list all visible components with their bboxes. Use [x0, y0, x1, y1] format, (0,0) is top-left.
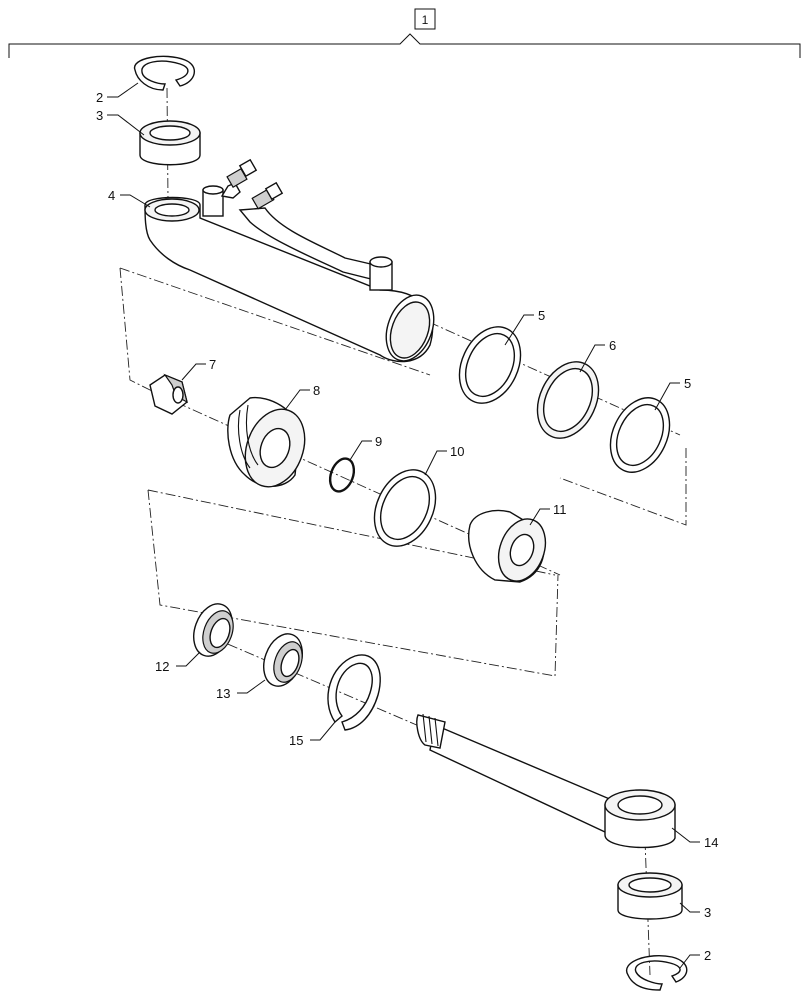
- callout-10: 10: [450, 444, 464, 459]
- callout-labels: 2 3 4 5 6 5 7 8 9 10 11 12 13 15 14 3 2: [96, 90, 718, 963]
- piston-seal-ring: [373, 469, 437, 547]
- assembly-bracket: 1: [8, 8, 801, 58]
- snap-ring-top: [134, 55, 195, 91]
- callout-3-bottom: 3: [704, 905, 711, 920]
- callout-3-top: 3: [96, 108, 103, 123]
- bushing-bottom: [617, 872, 683, 920]
- callout-12: 12: [155, 659, 169, 674]
- piston-rod: [416, 713, 676, 849]
- snap-ring-bottom: [625, 955, 688, 991]
- callout-6: 6: [609, 338, 616, 353]
- callout-4: 4: [108, 188, 115, 203]
- callout-leaders: [107, 82, 700, 969]
- callout-15: 15: [289, 733, 303, 748]
- callout-8: 8: [313, 383, 320, 398]
- o-ring-seal: [536, 361, 600, 439]
- callout-14: 14: [704, 835, 718, 850]
- callout-2-top: 2: [96, 90, 103, 105]
- backup-ring-a: [458, 326, 522, 404]
- rod-seal: [263, 633, 303, 687]
- cylinder-barrel: [144, 158, 435, 363]
- gland: [468, 509, 547, 583]
- piston: [227, 396, 306, 488]
- callout-9: 9: [375, 434, 382, 449]
- lock-nut: [149, 373, 188, 415]
- callout-11: 11: [553, 502, 567, 517]
- bushing-top: [139, 120, 201, 166]
- callout-13: 13: [216, 686, 230, 701]
- callout-5-a: 5: [538, 308, 545, 323]
- callout-7: 7: [209, 357, 216, 372]
- backup-ring-b: [609, 397, 671, 473]
- callout-5-b: 5: [684, 376, 691, 391]
- wiper-seal: [193, 603, 234, 657]
- assembly-number-label: 1: [422, 13, 429, 27]
- snap-ring-gland: [327, 654, 381, 731]
- small-o-ring: [328, 457, 356, 493]
- callout-2-bottom: 2: [704, 948, 711, 963]
